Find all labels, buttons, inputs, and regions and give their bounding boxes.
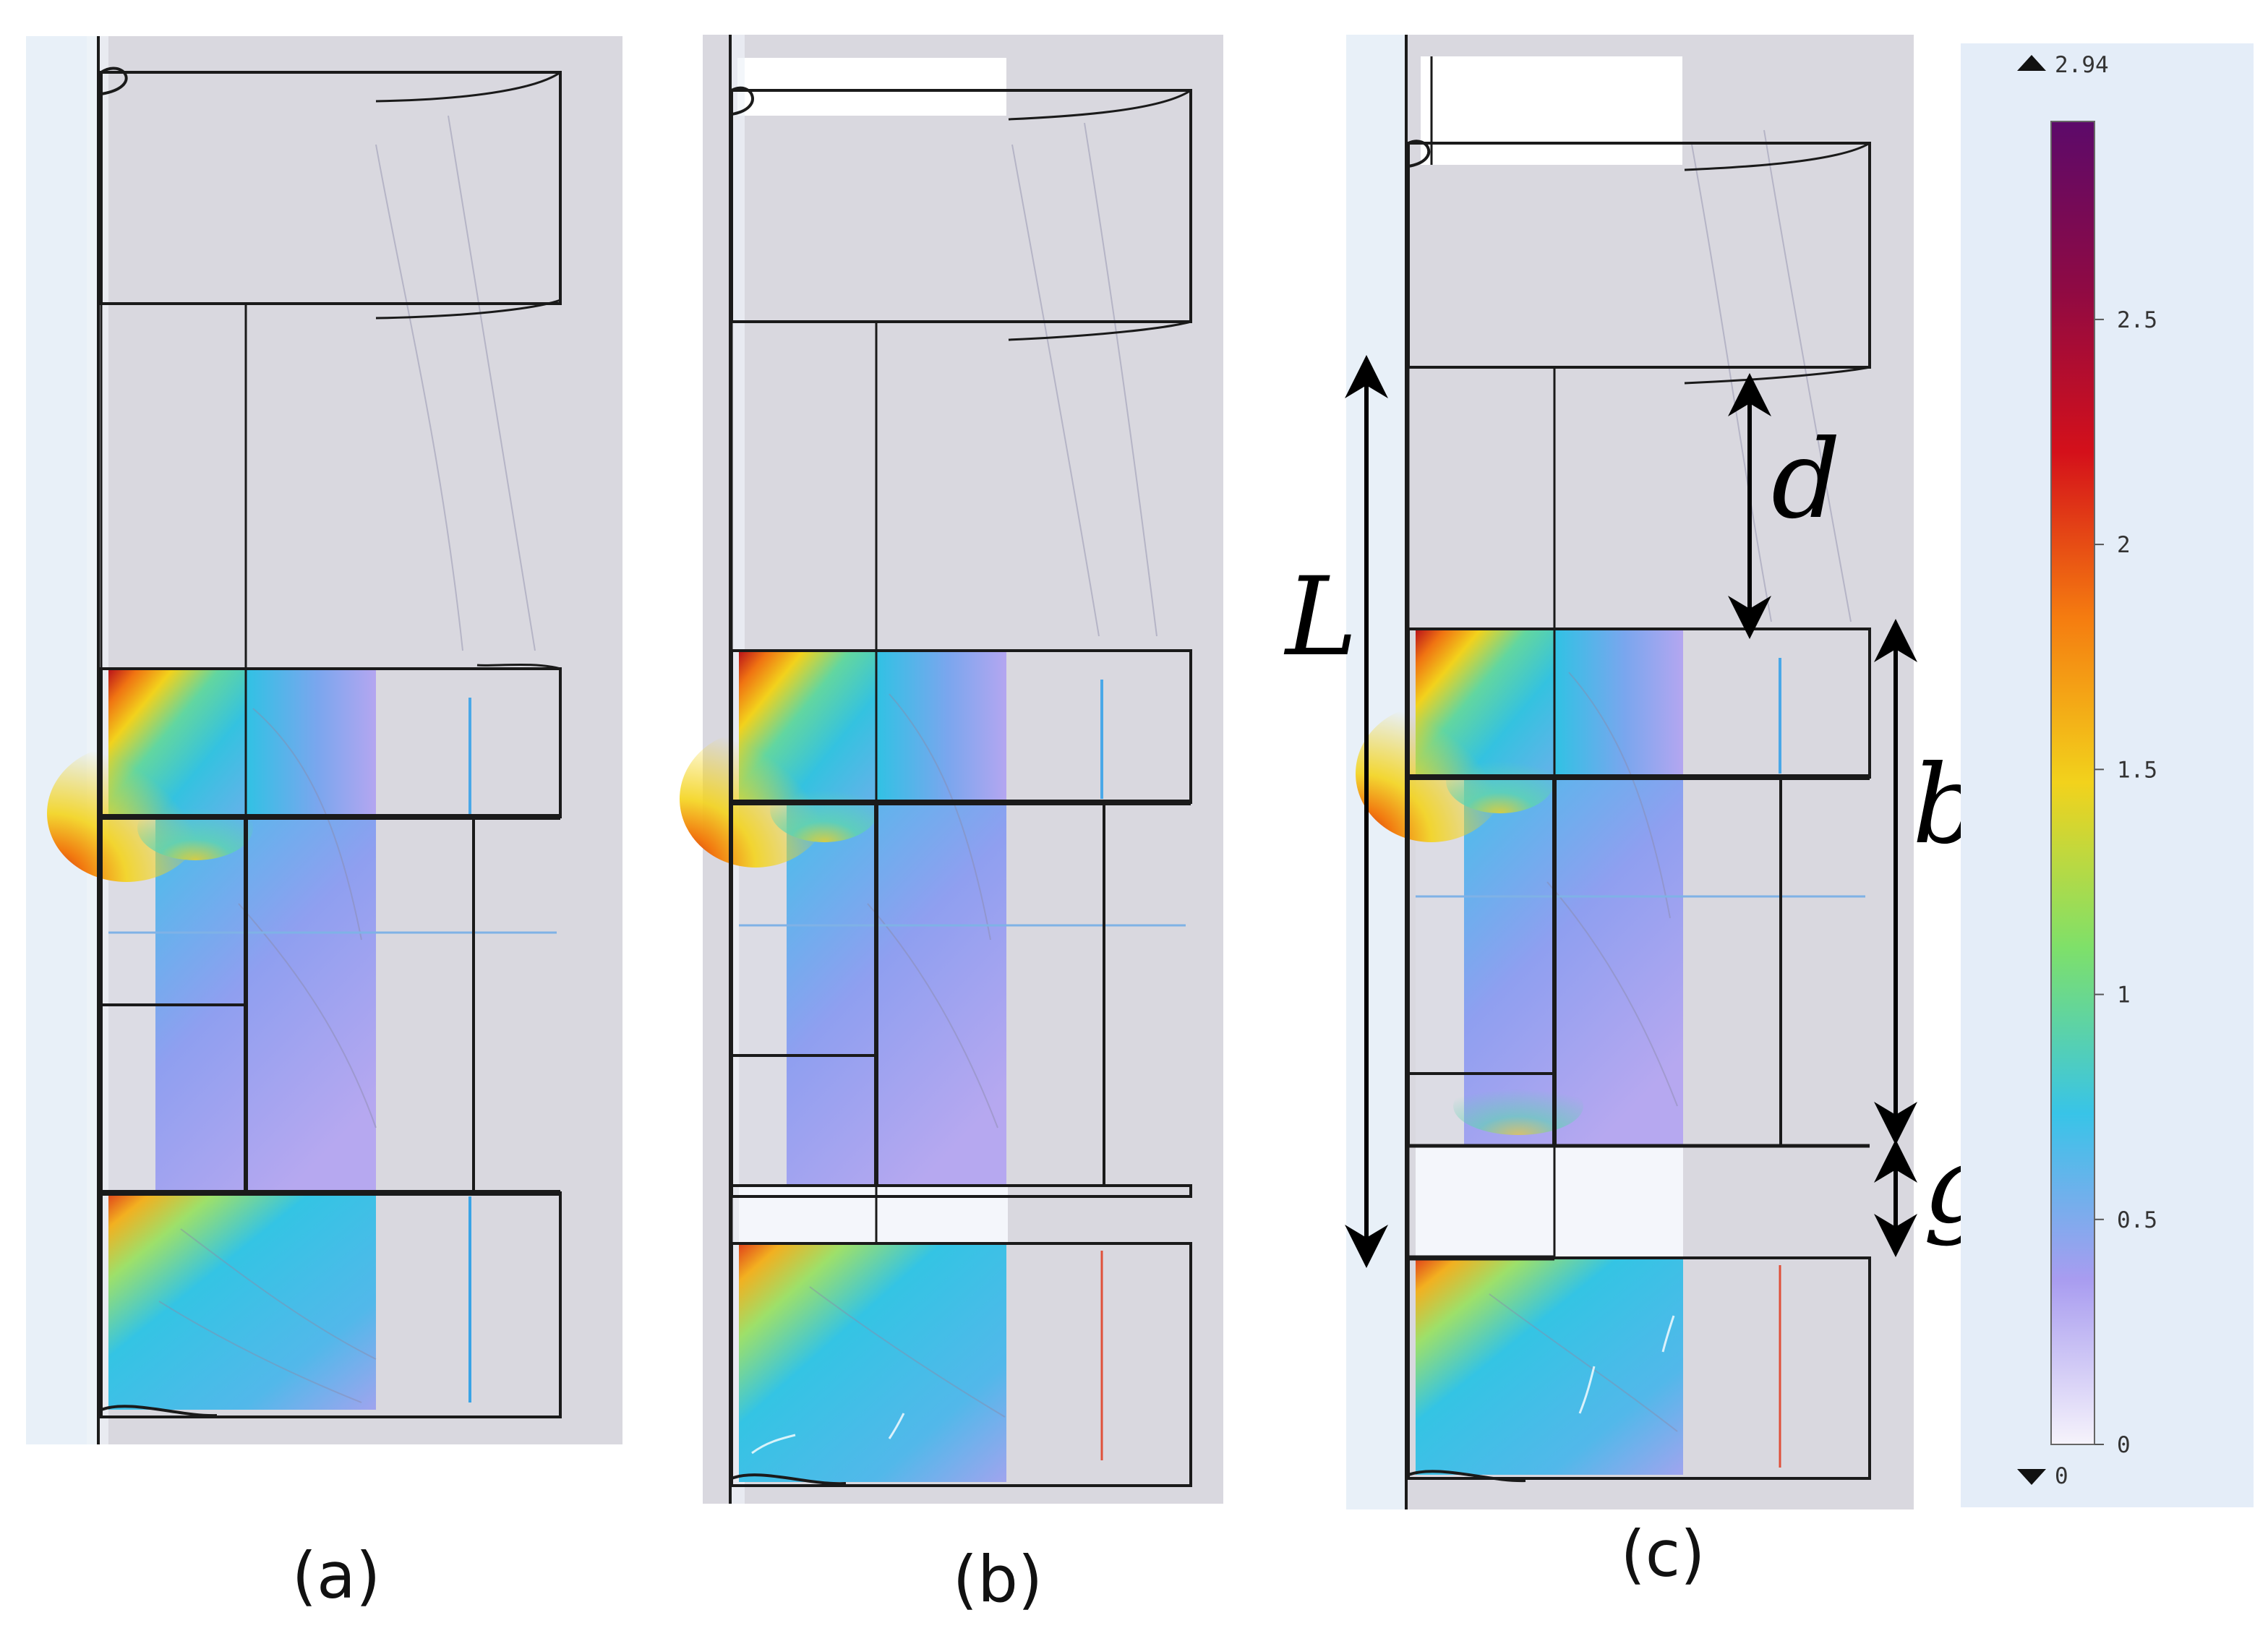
colorbar-gradient [2050,121,2095,1445]
panel-b-gap-white [739,1186,1008,1243]
colorbar-ticks: 2.5 2 1.5 1 0.5 0 [2094,307,2157,1458]
panel-c-gap-white [1416,1146,1683,1258]
panel-c-dimension-arrows [1345,355,1917,1268]
panel-c-outline [1405,35,1871,1509]
panel-c-top-white [1421,56,1682,165]
panel-b-streamlines [809,122,1157,1418]
panel-c-field-lower [1416,1258,1683,1475]
panel-b-white-streaks [751,1413,905,1455]
colorbar-tick-label: 2 [2117,532,2131,558]
colorbar-tick-label: 1 [2117,982,2131,1008]
dimension-label-L: L [1283,554,1358,680]
colorbar-tick-label: 2.5 [2117,307,2157,333]
panel-b-outline [729,35,1192,1504]
panel-b-top-white [737,58,1006,116]
colorbar-tick-label: 0 [2117,1432,2131,1458]
panel-b-field-lower [739,1243,1006,1482]
panel-a-band [137,795,253,860]
panel-a-field-lower [108,1193,376,1410]
panel-b-field-upper-mid [876,651,1006,802]
panel-a-field-upper-mid [246,669,376,817]
colorbar-min-label: 0 [2055,1463,2068,1489]
panel-c-field-upper-mid [1554,629,1683,777]
panel-b-field-middle [787,802,1006,1186]
colorbar-min-arrow-icon [2017,1469,2046,1485]
colorbar-tick-label: 0.5 [2117,1207,2157,1233]
colorbar: 2.94 0 2.5 2 1.5 1 0.5 0 [1961,43,2254,1507]
colorbar-max-label: 2.94 [2055,52,2109,78]
panel-c-label: (c) [1620,1517,1705,1591]
panel-a-label: (a) [292,1538,381,1613]
panel-c-hotspot [1356,705,1507,842]
panel-b: (b) [680,35,1223,1616]
colorbar-background [1961,43,2254,1507]
panel-c-band [1446,748,1554,813]
panel-a-outline [97,36,562,1444]
panel-c: L d b g (c) [1283,35,1993,1591]
colorbar-tick-label: 1.5 [2117,757,2157,783]
panel-b-label: (b) [953,1542,1043,1616]
colorbar-max-arrow-icon [2017,55,2046,71]
panel-a-left-margin [26,36,98,1444]
panel-a: (a) [26,36,622,1613]
dimension-label-d: d [1771,417,1841,543]
panel-b-band [770,777,878,842]
panel-c-lower-band [1453,1077,1583,1135]
panel-c-white-streaks [1578,1315,1675,1414]
